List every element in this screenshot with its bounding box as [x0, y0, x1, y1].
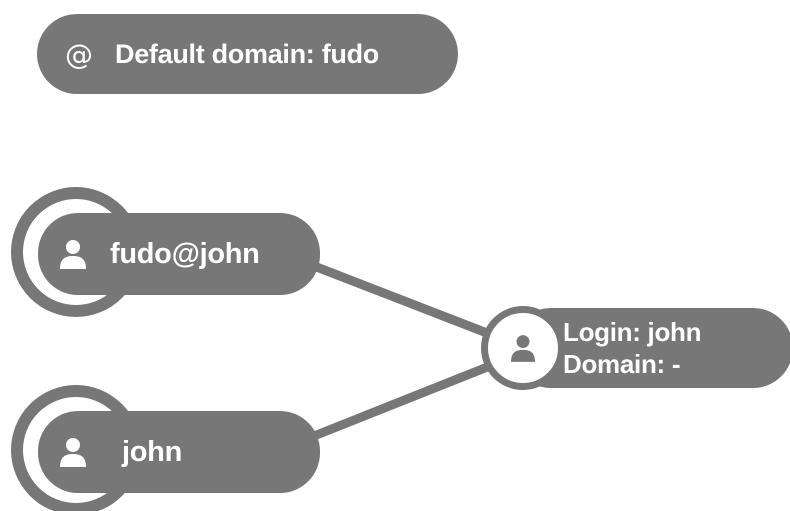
at-sign-icon: @	[65, 37, 93, 71]
login-node[interactable]: Login: john Domain: -	[481, 306, 790, 390]
default-domain-label: Default domain: fudo	[115, 38, 379, 69]
domain-label: Domain: -	[563, 349, 681, 379]
user-icon	[511, 335, 535, 362]
account-label: fudo@john	[110, 237, 260, 270]
login-node-icon-circle	[481, 306, 565, 390]
user-icon	[60, 438, 86, 467]
user-icon	[60, 240, 86, 269]
account-node-john[interactable]: john	[38, 411, 320, 493]
account-node-fudo-john[interactable]: fudo@john	[38, 213, 320, 295]
login-label: Login: john	[563, 317, 702, 347]
account-label: john	[122, 435, 183, 468]
connector-john-to-login	[312, 355, 507, 441]
connector-fudo-john-to-login	[312, 261, 507, 345]
default-domain-badge: @ Default domain: fudo	[37, 14, 458, 94]
